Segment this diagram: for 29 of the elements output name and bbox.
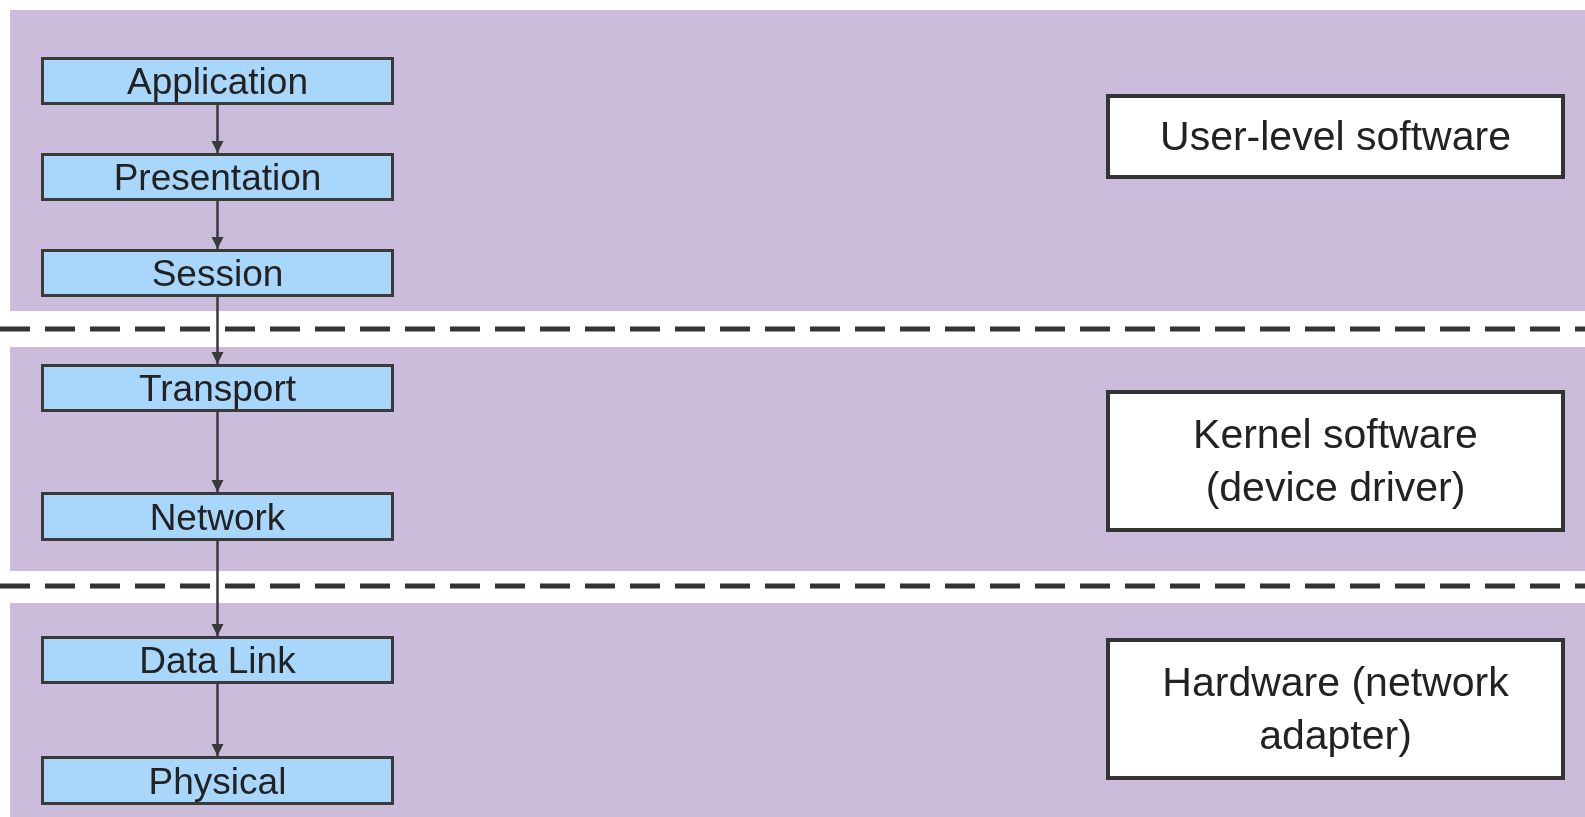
box-label: Kernel software (device driver) [1192, 409, 1479, 512]
layer-box [41, 492, 394, 541]
box-label: Hardware (network adapter) [1161, 657, 1510, 760]
box-label: User-level software [1160, 111, 1511, 161]
arrow [211, 201, 224, 249]
arrow [211, 297, 224, 364]
box-label: Transport [139, 370, 296, 409]
box-label: Session [151, 255, 284, 294]
arrow [211, 105, 224, 153]
category-box [1106, 94, 1565, 179]
layer-box [41, 57, 394, 105]
box-label: Application [127, 63, 308, 102]
layer-band [10, 603, 1585, 817]
arrow [211, 684, 224, 756]
box-label: Presentation [113, 159, 322, 198]
layer-band [10, 347, 1585, 571]
layer-box [41, 756, 394, 805]
layer-band [10, 10, 1585, 311]
box-label: Data Link [139, 642, 296, 681]
layer-box [41, 249, 394, 297]
layer-box [41, 364, 394, 412]
category-box [1106, 638, 1565, 780]
box-label: Physical [148, 763, 287, 802]
box-label: Network [149, 499, 286, 538]
arrow [211, 412, 224, 492]
category-box [1106, 390, 1565, 532]
arrow [211, 541, 224, 636]
layer-box [41, 153, 394, 201]
layer-box [41, 636, 394, 684]
